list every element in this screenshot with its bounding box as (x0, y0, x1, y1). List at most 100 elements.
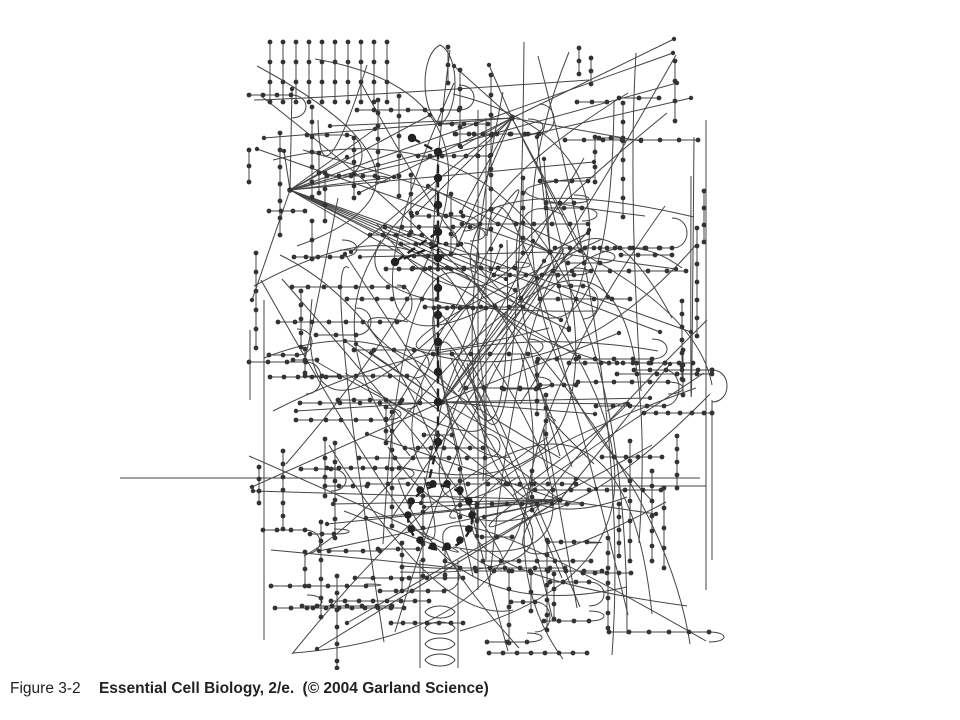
metabolite-node (647, 367, 653, 373)
metabolite-node (444, 265, 450, 271)
central-pathway-branch (394, 231, 439, 263)
metabolite-node (411, 347, 417, 353)
metabolite-node (667, 361, 673, 367)
metabolite-node (383, 404, 389, 410)
metabolite-node (674, 446, 680, 452)
metabolite-node (649, 468, 655, 474)
metabolite-node (673, 266, 679, 272)
metabolite-node (398, 241, 404, 247)
metabolite-node (475, 153, 481, 159)
metabolite-node (318, 557, 324, 563)
metabolite-node (427, 112, 433, 118)
metabolite-node (375, 175, 381, 181)
metabolite-node (588, 55, 594, 61)
metabolite-node (428, 445, 434, 451)
metabolite-node (425, 253, 431, 259)
metabolite-node (657, 137, 663, 143)
metabolite-node (319, 79, 325, 85)
reaction-link (424, 605, 456, 619)
metabolite-node (302, 549, 308, 555)
metabolite-node (656, 95, 662, 101)
metabolite-node (479, 534, 485, 540)
metabolite-node (543, 418, 549, 424)
metabolite-node (323, 374, 329, 380)
metabolite-node (520, 250, 526, 256)
central-metabolite-node (433, 283, 443, 293)
metabolite-node (506, 586, 512, 592)
metabolite-node (309, 218, 315, 224)
reaction-link (452, 93, 591, 405)
metabolite-node (360, 319, 366, 325)
metabolite-node (588, 268, 594, 274)
metabolite-node (520, 190, 526, 196)
reaction-link (289, 189, 580, 358)
metabolite-node (388, 575, 394, 581)
metabolite-node (520, 205, 526, 211)
metabolite-node (319, 59, 325, 65)
metabolite-node (309, 179, 315, 185)
metabolite-node (304, 605, 310, 611)
reaction-link (543, 158, 551, 253)
reaction-link (248, 455, 459, 553)
metabolite-node (399, 224, 405, 230)
metabolite-node (666, 629, 672, 635)
metabolite-node (507, 131, 513, 137)
reaction-link (632, 52, 642, 392)
metabolite-node (448, 191, 454, 197)
metabolite-node (571, 618, 577, 624)
metabolite-node (302, 566, 308, 572)
metabolite-node (547, 249, 553, 255)
metabolite-node (309, 149, 315, 155)
metabolite-node (417, 400, 423, 406)
metabolite-node (384, 59, 390, 65)
metabolite-node (448, 620, 454, 626)
metabolite-node (396, 133, 402, 139)
reaction-link (290, 94, 307, 119)
reaction-link (256, 65, 377, 247)
metabolite-node (338, 417, 344, 423)
metabolite-node (592, 149, 598, 155)
metabolite-node (280, 59, 286, 65)
metabolite-node (534, 372, 540, 378)
central-metabolite-node (433, 147, 443, 157)
metabolite-node (293, 59, 299, 65)
metabolite-node (396, 113, 402, 119)
reaction-link (549, 251, 677, 270)
metabolite-node (370, 373, 376, 379)
metabolite-node (389, 485, 395, 491)
metabolite-node (571, 272, 577, 278)
metabolite-node (336, 483, 342, 489)
metabolite-node (422, 304, 428, 310)
metabolite-node (319, 99, 325, 105)
metabolite-node (620, 119, 626, 125)
reaction-link (309, 293, 478, 391)
metabolite-node (367, 397, 373, 403)
metabolite-node (293, 417, 299, 423)
reaction-link (511, 117, 642, 142)
metabolite-node (623, 454, 629, 460)
metabolite-node (306, 583, 312, 589)
metabolite-node (605, 550, 611, 556)
metabolite-node (461, 121, 467, 127)
metabolite-node (626, 268, 632, 274)
metabolite-node (297, 400, 303, 406)
metabolite-node (445, 44, 451, 50)
metabolite-node (256, 476, 262, 482)
metabolite-node (627, 518, 633, 524)
metabolite-node (298, 316, 304, 322)
metabolite-node (450, 304, 456, 310)
metabolite-node (689, 410, 695, 416)
metabolite-node (413, 241, 419, 247)
metabolite-node (266, 208, 272, 214)
metabolite-node (620, 100, 626, 106)
metabolite-node (267, 79, 273, 85)
reaction-link (328, 444, 514, 612)
metabolite-node (308, 417, 314, 423)
metabolite-node (480, 445, 486, 451)
metabolite-node (680, 347, 686, 353)
metabolite-node (549, 221, 555, 227)
metabolite-node (517, 565, 523, 571)
reaction-link (289, 161, 595, 191)
metabolite-node (694, 297, 700, 303)
metabolite-node (559, 481, 565, 487)
